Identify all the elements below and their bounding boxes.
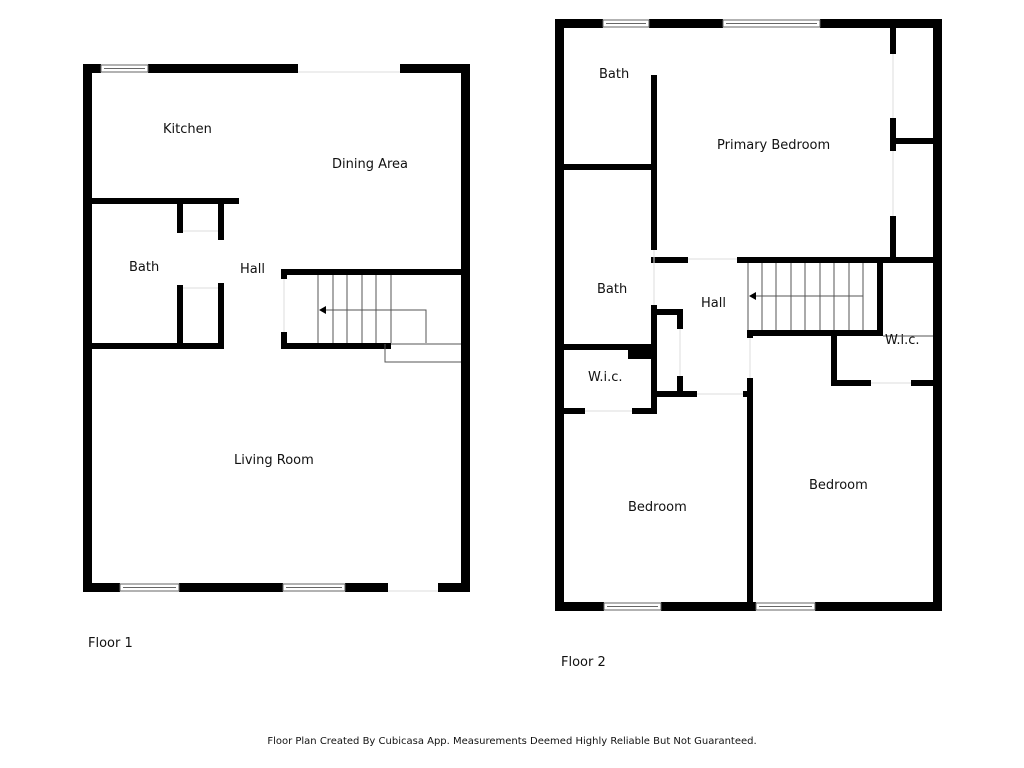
room-label-wic-left: W.i.c. <box>588 370 623 385</box>
floor-1-title: Floor 1 <box>88 636 133 651</box>
floor-2-door-openings <box>585 54 911 412</box>
floor-2-walls <box>555 19 942 611</box>
floor-2-stairs <box>747 263 933 337</box>
room-label-wic-right: W.i.c. <box>885 333 920 348</box>
floor-1-stair-arrow-icon <box>319 306 326 314</box>
room-label-primary-bedroom: Primary Bedroom <box>717 138 831 153</box>
floor-1-walls <box>83 64 470 592</box>
room-label-bath-floor1: Bath <box>129 260 160 275</box>
room-label-bedroom-right: Bedroom <box>809 478 868 493</box>
footer-disclaimer: Floor Plan Created By Cubicasa App. Meas… <box>267 736 757 747</box>
room-label-hall-floor2: Hall <box>701 296 726 311</box>
floor-1-windows <box>100 64 346 592</box>
room-label-hall-floor1: Hall <box>240 262 265 277</box>
room-label-bedroom-left: Bedroom <box>628 500 687 515</box>
room-label-bath-upper: Bath <box>599 67 630 82</box>
room-label-dining-area: Dining Area <box>332 157 409 172</box>
floor-2-windows <box>602 19 821 611</box>
room-label-kitchen: Kitchen <box>163 122 212 137</box>
room-label-bath-lower: Bath <box>597 282 628 297</box>
floor-2-stair-arrow-icon <box>749 292 756 300</box>
floor-1-door-openings <box>183 71 438 592</box>
room-label-living-room: Living Room <box>234 453 314 468</box>
floor-2-title: Floor 2 <box>561 655 606 670</box>
floor-1-stairs <box>317 275 461 363</box>
